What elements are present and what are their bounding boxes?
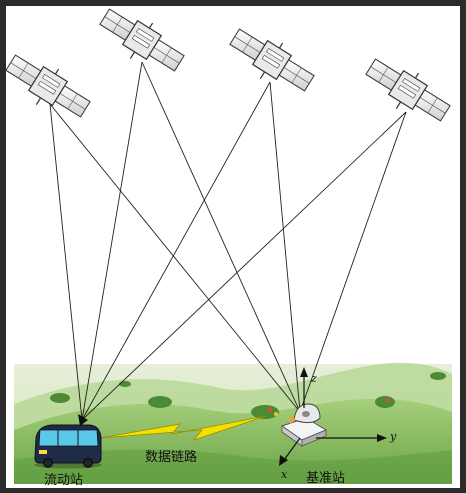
satellite-3 <box>229 28 315 92</box>
axis-x-arrowhead <box>279 455 288 466</box>
signal-lines <box>49 61 407 421</box>
data-link-label: 数据链路 <box>145 449 197 465</box>
flower-dots <box>268 398 390 416</box>
rover-vehicle <box>34 424 102 469</box>
rover-receiver-arrow <box>78 414 88 426</box>
satellite-2 <box>99 8 185 72</box>
axis-z-label: z <box>310 372 317 385</box>
signal-sat3-to-base <box>269 81 301 413</box>
signal-sat4-to-rover <box>81 111 407 421</box>
base-station-label: 基准站 <box>306 471 345 486</box>
bush-cluster <box>50 372 446 419</box>
rover-station-label: 流动站 <box>44 473 83 488</box>
satellite-4 <box>365 58 451 122</box>
satellite-1 <box>5 54 91 118</box>
signal-sat4-to-base <box>299 111 407 413</box>
axis-x-label: x <box>281 468 288 481</box>
axis-x-line <box>283 437 301 461</box>
data-link-bolt <box>99 415 267 441</box>
signal-sat2-to-rover <box>81 61 143 421</box>
signal-sat2-to-base <box>141 61 301 413</box>
coordinate-axes <box>279 367 387 466</box>
axis-y-arrowhead <box>377 434 387 442</box>
axis-z-arrowhead <box>300 367 308 377</box>
signal-sat1-to-base <box>49 103 301 413</box>
signal-sat1-to-rover <box>49 103 83 421</box>
axis-y-label: y <box>389 430 397 443</box>
landscape <box>14 362 452 484</box>
signal-sat3-to-rover <box>81 81 271 421</box>
base-station <box>280 403 328 447</box>
